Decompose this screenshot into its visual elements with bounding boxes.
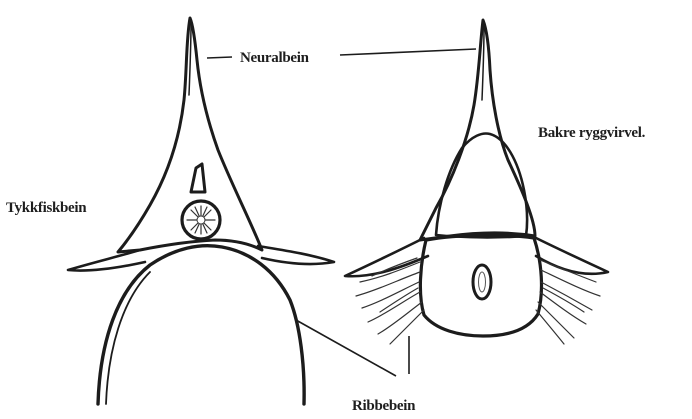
leader-lines xyxy=(207,49,476,376)
rear-right-process xyxy=(532,236,608,274)
label-ribbebein: Ribbebein xyxy=(352,398,416,414)
rear-arch-hatched xyxy=(436,134,527,238)
rear-neural-arch xyxy=(420,20,535,240)
neural-foramen xyxy=(191,164,205,192)
rear-foramen xyxy=(473,265,491,299)
label-bakre-ryggvirvel: Bakre ryggvirvel. xyxy=(538,125,646,141)
rear-centrum xyxy=(420,235,541,336)
front-right-process xyxy=(258,246,334,264)
rib-dome xyxy=(98,246,304,404)
label-tykkfiskbein: Tykkfiskbein xyxy=(6,200,87,216)
neuralbein-leader-left xyxy=(207,57,232,58)
front-left-process xyxy=(68,250,145,271)
notochord xyxy=(182,201,220,239)
rear-left-process xyxy=(345,238,428,276)
label-neuralbein: Neuralbein xyxy=(240,50,310,66)
neuralbein-leader-right xyxy=(340,49,476,55)
front-vertebra xyxy=(68,18,334,404)
ribbebein-leader xyxy=(296,320,396,376)
rear-vertebra xyxy=(345,20,608,344)
